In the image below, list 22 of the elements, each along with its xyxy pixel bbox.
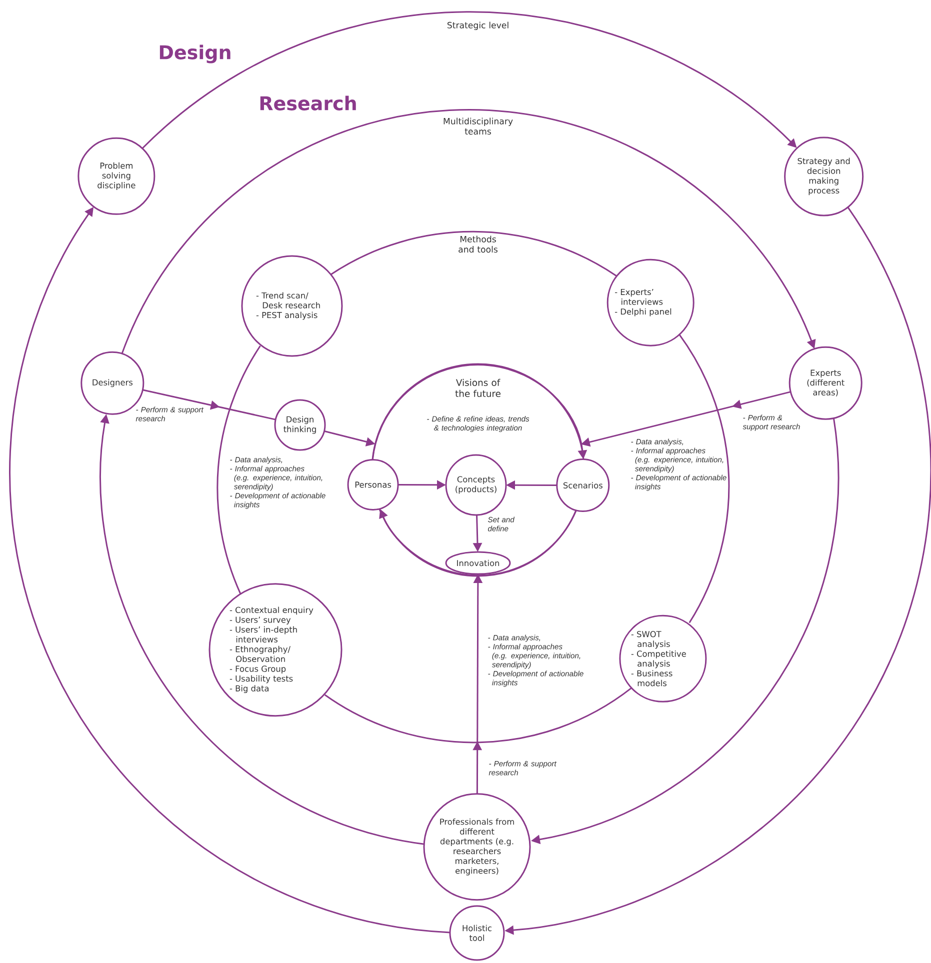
heading-text: Design	[160, 44, 230, 64]
circle-node: Design thinking	[274, 399, 326, 451]
circle-node: - Trend scan/ Desk research - PEST analysis	[241, 255, 343, 357]
circle-node: Scenarios	[556, 458, 610, 512]
circle-node: - Contextual enquiry - Users’ survey - Users’ in-depth interviews - Ethnography/ Observation - Focus Group - Usability tests - Big data	[208, 583, 342, 717]
circle-node: Professionals from different departments (e.g. researchers marketers, engineers)	[423, 793, 531, 901]
ellipse-node: Innovation	[445, 551, 511, 575]
ring-label: Multidisciplinary teams	[444, 118, 513, 135]
circle-node: Problem solving discipline	[78, 137, 156, 215]
circle-node: Experts (different areas)	[788, 346, 862, 420]
circle-node: Concepts (products)	[445, 454, 507, 516]
arrow	[142, 389, 276, 420]
circle-node: Holistic tool	[449, 905, 505, 961]
heading-text: Research	[260, 96, 356, 110]
circle-node: - SWOT analysis - Competitive analysis - Business models	[619, 614, 707, 702]
ring-label: Methods and tools	[458, 236, 498, 253]
ring-label: Strategic level	[447, 22, 508, 30]
circle-node: - Experts’ interviews - Delphi panel	[606, 258, 694, 346]
circle-node: Strategy and decision making process	[784, 136, 864, 216]
arrow	[121, 110, 816, 354]
circle-node: Personas	[347, 458, 399, 510]
arrow	[372, 364, 588, 460]
